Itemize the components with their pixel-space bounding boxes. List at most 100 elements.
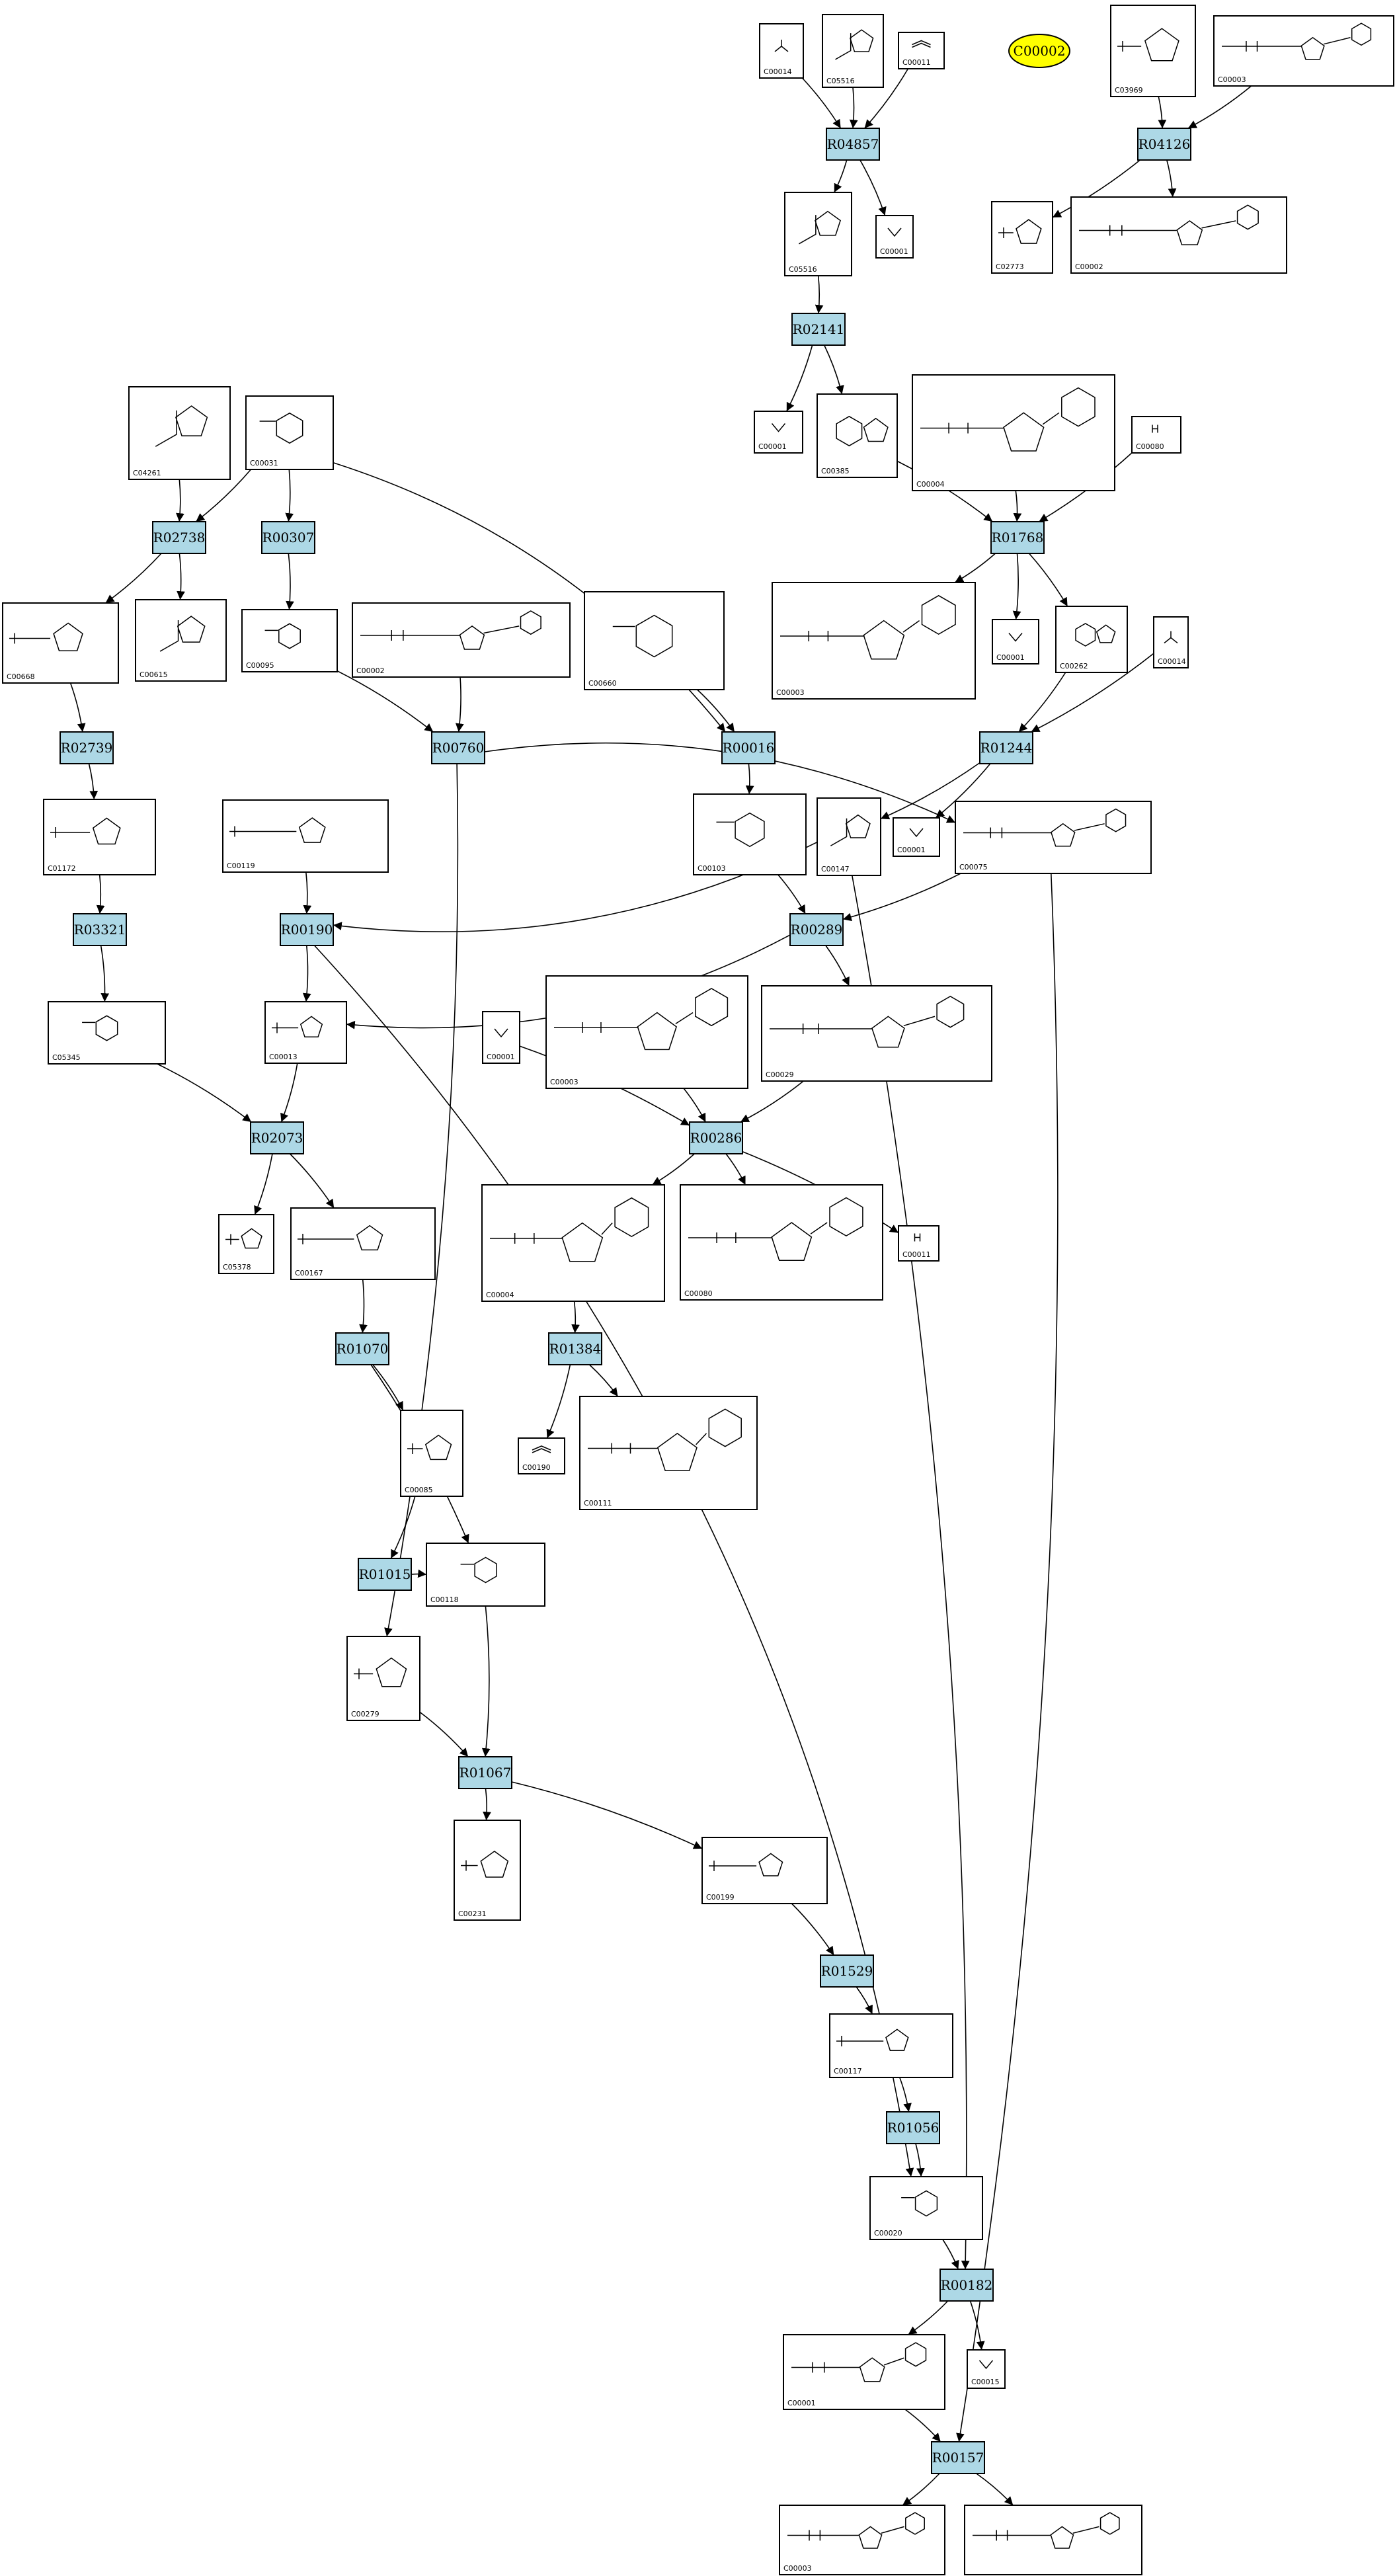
compound-node[interactable]: C00003 bbox=[772, 582, 976, 700]
compound-node[interactable]: C00020 bbox=[869, 2176, 983, 2240]
compound-node[interactable]: C00231 bbox=[454, 1820, 521, 1921]
compound-node[interactable]: C00031 bbox=[245, 395, 334, 470]
pathway-edge bbox=[801, 77, 842, 129]
compound-node[interactable]: C00001 bbox=[783, 2334, 945, 2410]
compound-node[interactable]: C04261 bbox=[128, 386, 231, 480]
reaction-node[interactable]: R04126 bbox=[1137, 128, 1191, 161]
compound-node[interactable]: C00014 bbox=[1153, 616, 1189, 668]
compound-node[interactable]: C00262 bbox=[1055, 606, 1128, 673]
compound-node[interactable]: C05516 bbox=[784, 192, 852, 276]
compound-node[interactable]: C00615 bbox=[135, 599, 227, 682]
molecule-structure bbox=[360, 610, 541, 650]
compound-node[interactable]: C00004 bbox=[481, 1184, 665, 1302]
compound-node[interactable]: C00668 bbox=[2, 602, 119, 684]
reaction-node[interactable]: R01768 bbox=[990, 521, 1045, 554]
reaction-node[interactable]: R02738 bbox=[152, 521, 206, 554]
compound-node[interactable]: C00117 bbox=[829, 2013, 953, 2078]
compound-node[interactable]: C00002 bbox=[352, 602, 571, 678]
compound-node[interactable]: C00001 bbox=[875, 215, 914, 259]
highlighted-compound[interactable]: C00002 bbox=[1008, 34, 1070, 68]
compound-node[interactable]: C00011 bbox=[898, 1225, 939, 1262]
pathway-edge bbox=[96, 874, 105, 914]
reaction-node[interactable]: R01244 bbox=[979, 731, 1033, 764]
compound-node[interactable]: C00103 bbox=[693, 793, 807, 875]
compound-id: C02773 bbox=[996, 262, 1024, 271]
molecule-structure bbox=[494, 1028, 508, 1038]
compound-id: C00003 bbox=[783, 2564, 812, 2573]
compound-node[interactable]: C00002 bbox=[1070, 196, 1287, 274]
compound-node[interactable]: C00003 bbox=[545, 975, 748, 1089]
reaction-node[interactable]: R01015 bbox=[358, 1558, 412, 1591]
compound-node[interactable]: C01172 bbox=[43, 799, 156, 875]
compound-id: C00015 bbox=[971, 2378, 1000, 2386]
compound-node[interactable]: C05378 bbox=[218, 1214, 274, 1274]
compound-node[interactable]: C00001 bbox=[754, 411, 803, 454]
reaction-node[interactable]: R00016 bbox=[721, 731, 776, 764]
reaction-node[interactable]: R00157 bbox=[931, 2441, 985, 2474]
compound-node[interactable]: C05345 bbox=[48, 1001, 166, 1065]
compound-node[interactable]: C00279 bbox=[346, 1636, 420, 1721]
reaction-node[interactable]: R01067 bbox=[458, 1756, 512, 1789]
compound-node[interactable]: C00095 bbox=[241, 609, 338, 672]
highlighted-compound-label: C00002 bbox=[1014, 43, 1066, 59]
pathway-edge bbox=[1158, 96, 1167, 129]
reaction-node[interactable]: R01384 bbox=[548, 1332, 602, 1365]
compound-node[interactable]: C00001 bbox=[482, 1011, 520, 1064]
compound-node[interactable]: C00029 bbox=[761, 985, 992, 1082]
reaction-node[interactable]: R00760 bbox=[431, 731, 485, 764]
compound-node[interactable]: C00167 bbox=[290, 1207, 436, 1280]
compound-node[interactable]: C00080 bbox=[1131, 416, 1181, 454]
pathway-edge bbox=[1028, 553, 1068, 607]
compound-node[interactable]: C00015 bbox=[967, 2349, 1006, 2389]
compound-node[interactable]: C00199 bbox=[701, 1837, 828, 1904]
reaction-node[interactable]: R01529 bbox=[820, 1954, 874, 1988]
reaction-node[interactable]: R00286 bbox=[689, 1121, 743, 1154]
pathway-edge bbox=[419, 1711, 469, 1757]
compound-node[interactable]: C00003 bbox=[1213, 15, 1394, 87]
compound-node[interactable]: C00075 bbox=[955, 801, 1152, 874]
reaction-node[interactable]: R02739 bbox=[60, 731, 114, 764]
reaction-node[interactable]: R01070 bbox=[335, 1332, 389, 1365]
compound-node[interactable]: C00385 bbox=[817, 393, 898, 478]
molecule-structure bbox=[9, 622, 83, 651]
compound-id: C00199 bbox=[706, 1893, 735, 1902]
reaction-node[interactable]: R00182 bbox=[939, 2269, 994, 2302]
reaction-id: R00190 bbox=[281, 922, 333, 938]
reaction-node[interactable]: R00289 bbox=[789, 913, 844, 946]
compound-node[interactable]: C00004 bbox=[912, 374, 1115, 491]
pathway-edge bbox=[289, 1153, 335, 1209]
compound-node[interactable]: C00001 bbox=[893, 817, 940, 857]
reaction-node[interactable]: R03321 bbox=[73, 913, 127, 946]
pathway-edge bbox=[778, 874, 806, 914]
reaction-node[interactable]: R00307 bbox=[261, 521, 315, 554]
compound-node[interactable] bbox=[964, 2505, 1142, 2575]
compound-node[interactable]: C00119 bbox=[222, 799, 389, 873]
reaction-id: R01529 bbox=[821, 1963, 873, 1979]
compound-node[interactable]: C02773 bbox=[991, 201, 1053, 274]
compound-node[interactable]: C00147 bbox=[817, 797, 881, 876]
reaction-node[interactable]: R00190 bbox=[280, 913, 334, 946]
compound-node[interactable]: C00013 bbox=[264, 1001, 347, 1064]
compound-node[interactable]: C00111 bbox=[579, 1396, 758, 1510]
compound-node[interactable]: C00080 bbox=[680, 1184, 883, 1301]
reaction-node[interactable]: R02141 bbox=[791, 313, 846, 346]
pathway-edge bbox=[1052, 159, 1140, 218]
compound-node[interactable]: C00190 bbox=[518, 1437, 565, 1474]
compound-node[interactable]: C00660 bbox=[584, 591, 725, 690]
compound-node[interactable]: C00011 bbox=[898, 32, 945, 69]
pathway-edge bbox=[337, 670, 434, 733]
compound-node[interactable]: C00003 bbox=[779, 2505, 945, 2575]
pathway-edge bbox=[588, 1364, 619, 1397]
reaction-id: R02073 bbox=[251, 1130, 303, 1146]
compound-id: C00660 bbox=[588, 679, 617, 688]
reaction-node[interactable]: R02073 bbox=[250, 1121, 304, 1154]
compound-node[interactable]: C03969 bbox=[1110, 5, 1196, 97]
compound-node[interactable]: C00085 bbox=[400, 1410, 463, 1497]
compound-node[interactable]: C00014 bbox=[759, 23, 804, 79]
reaction-node[interactable]: R04857 bbox=[826, 128, 880, 161]
compound-node[interactable]: C00001 bbox=[992, 619, 1039, 664]
compound-node[interactable]: C00118 bbox=[426, 1543, 545, 1607]
compound-node[interactable]: C05516 bbox=[822, 14, 884, 88]
pathway-edge bbox=[969, 2300, 985, 2351]
reaction-node[interactable]: R01056 bbox=[886, 2111, 940, 2144]
